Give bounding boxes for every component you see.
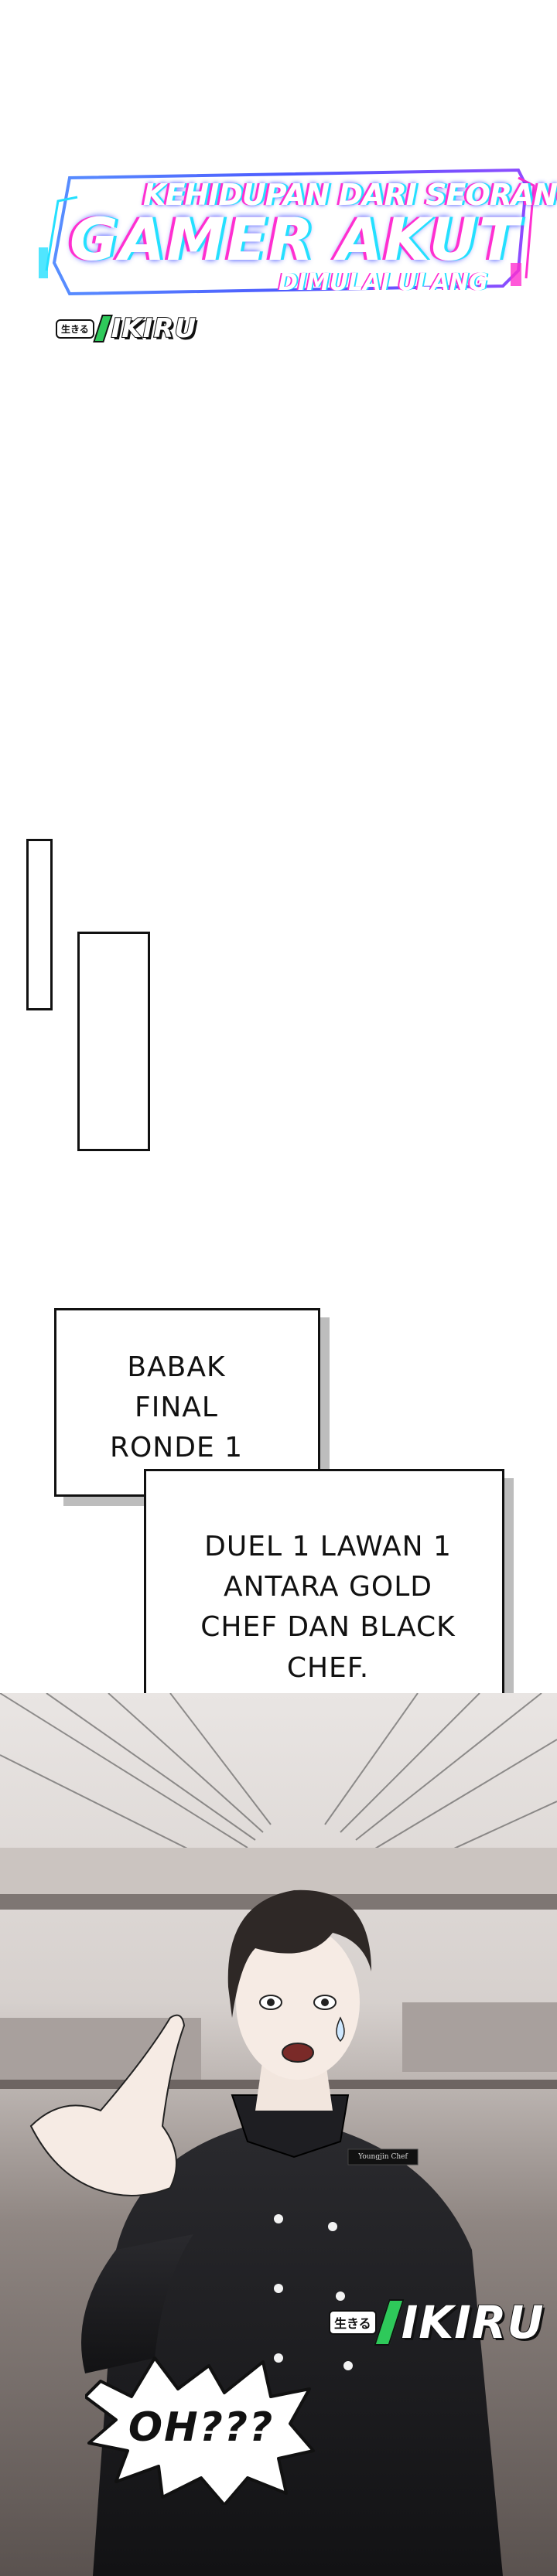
caption-duel-text: DUEL 1 LAWAN 1 ANTARA GOLD CHEF DAN BLAC… xyxy=(200,1531,456,1684)
speed-lines xyxy=(0,1693,557,1887)
title-line-2: GAMER AKUT xyxy=(70,205,521,274)
speech-text: OH??? xyxy=(128,2404,275,2451)
ikiru-slash-icon xyxy=(92,315,113,342)
ikiru-kanji: 生きる xyxy=(56,319,94,339)
caption-final-round-text: BABAK FINAL RONDE 1 xyxy=(109,1351,244,1464)
ikiru-kanji: 生きる xyxy=(329,2310,377,2335)
ikiru-logo-bottom: 生きる IKIRU xyxy=(329,2295,545,2349)
chef-scene-panel: Youngjin Chef OH??? 生きる IKIRU xyxy=(0,1693,557,2576)
speech-bubble: OH??? xyxy=(85,2350,317,2505)
title-line-3: DIMULAI ULANG xyxy=(278,269,488,296)
ikiru-slash-icon xyxy=(373,2299,405,2346)
caption-box-duel: DUEL 1 LAWAN 1 ANTARA GOLD CHEF DAN BLAC… xyxy=(144,1469,504,1722)
ikiru-logo-top: 生きる IKIRU xyxy=(56,312,197,345)
title-logo: KEHIDUPAN DARI SEORANG GAMER AKUT DIMULA… xyxy=(23,155,557,356)
decorative-panel-small xyxy=(26,839,53,1010)
caption-box-final-round: BABAK FINAL RONDE 1 xyxy=(54,1308,320,1497)
title-line-1: KEHIDUPAN DARI SEORANG xyxy=(143,178,557,212)
ikiru-wordmark: IKIRU xyxy=(111,312,197,345)
title-frame-graphic xyxy=(39,168,535,296)
decorative-panel-large xyxy=(77,932,150,1151)
chef-name-badge: Youngjin Chef xyxy=(358,2153,408,2161)
ikiru-wordmark: IKIRU xyxy=(401,2295,545,2349)
speech-bubble-shape xyxy=(85,2356,315,2505)
